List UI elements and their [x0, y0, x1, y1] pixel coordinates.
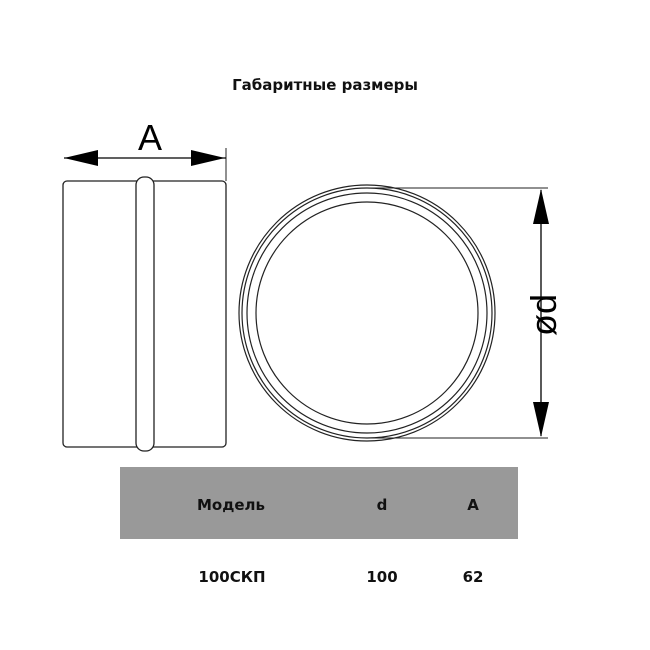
- table-header: [120, 467, 518, 539]
- header-d: d: [376, 496, 388, 514]
- side-view: [62, 176, 227, 452]
- row-model: 100СКП: [198, 568, 266, 586]
- width-label: A: [138, 117, 162, 158]
- header-a: A: [467, 496, 479, 514]
- header-model: Модель: [197, 496, 265, 514]
- diameter-label: ød: [523, 294, 564, 336]
- page-title: Габаритные размеры: [232, 76, 418, 94]
- row-d: 100: [366, 568, 398, 586]
- front-view: [238, 184, 496, 442]
- width-dimension: A: [64, 117, 227, 181]
- diameter-dimension: ød: [370, 187, 564, 439]
- row-a: 62: [462, 568, 484, 586]
